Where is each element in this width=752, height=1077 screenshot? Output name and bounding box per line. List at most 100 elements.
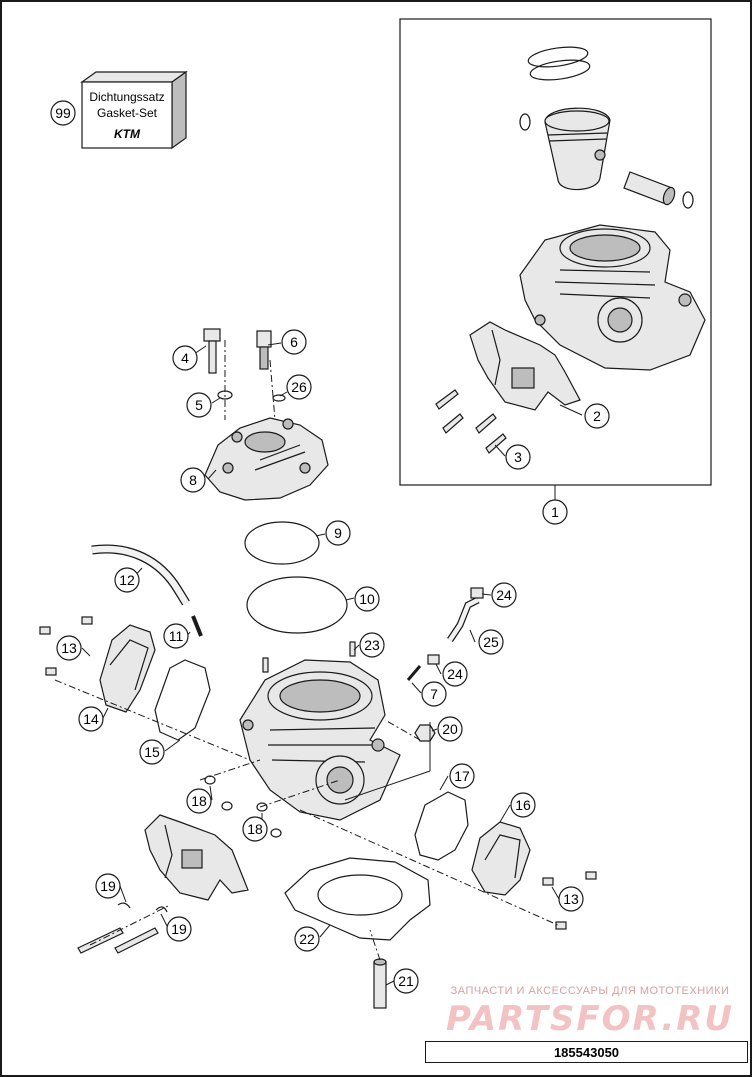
svg-text:99: 99 <box>55 105 71 121</box>
svg-text:3: 3 <box>514 449 522 465</box>
small-o-rings <box>204 775 282 838</box>
callouts: 99 1 2 3 4 5 6 26 8 9 10 12 11 13 14 15 … <box>50 100 610 994</box>
cylinder-head <box>204 417 329 501</box>
svg-text:7: 7 <box>430 686 438 702</box>
circlip-left <box>519 113 531 131</box>
callout-24-lower: 24 <box>442 661 468 687</box>
callout-12: 12 <box>114 567 140 593</box>
callout-24-upper: 24 <box>491 582 517 608</box>
kit-exhaust-flange <box>469 321 581 411</box>
temperature-sensor <box>256 330 286 402</box>
watermark-site: PARTSFOR.RU <box>446 999 734 1039</box>
callout-8: 8 <box>180 467 206 493</box>
left-cover <box>99 624 156 713</box>
gasket-set-label-de: Dichtungssatz <box>89 90 164 104</box>
svg-text:4: 4 <box>181 350 189 366</box>
left-gasket <box>154 659 211 741</box>
small-screws-left <box>39 616 93 676</box>
dowel-pin <box>373 958 387 1009</box>
svg-text:20: 20 <box>442 721 458 737</box>
kit-cylinder <box>519 224 706 371</box>
svg-text:8: 8 <box>189 472 197 488</box>
o-ring-upper <box>244 521 320 565</box>
callout-10: 10 <box>354 586 380 612</box>
circlip-right <box>682 191 694 209</box>
callout-25: 25 <box>478 629 504 655</box>
callout-7: 7 <box>421 681 447 707</box>
svg-text:6: 6 <box>290 334 298 350</box>
callout-15: 15 <box>139 739 165 765</box>
exhaust-flange <box>144 814 249 901</box>
main-cylinder <box>239 641 401 821</box>
callout-5: 5 <box>186 392 212 418</box>
callout-18-upper: 18 <box>186 788 212 814</box>
svg-text:2: 2 <box>593 408 601 424</box>
callout-99: 99 <box>50 100 76 126</box>
svg-text:19: 19 <box>100 878 116 894</box>
exhaust-bolts <box>77 902 168 954</box>
callout-21: 21 <box>393 968 419 994</box>
small-screws-right <box>542 871 597 930</box>
svg-text:26: 26 <box>291 379 307 395</box>
svg-text:16: 16 <box>515 797 531 813</box>
callout-20: 20 <box>437 716 463 742</box>
svg-text:12: 12 <box>119 572 135 588</box>
gasket-set-box: Dichtungssatz Gasket-Set KTM <box>80 70 188 150</box>
callout-6: 6 <box>281 329 307 355</box>
piston-pin <box>623 171 676 206</box>
callout-18-lower: 18 <box>242 816 268 842</box>
svg-text:18: 18 <box>247 821 263 837</box>
svg-text:11: 11 <box>169 628 184 644</box>
svg-text:24: 24 <box>447 666 463 682</box>
right-gasket <box>414 791 469 861</box>
callout-1: 1 <box>542 499 568 525</box>
elbow-fitting <box>406 587 484 681</box>
kit-bolts <box>435 389 507 454</box>
svg-text:19: 19 <box>171 921 187 937</box>
right-cover <box>471 821 531 896</box>
callout-19-upper: 19 <box>95 873 121 899</box>
svg-text:24: 24 <box>496 587 512 603</box>
piston-rings <box>527 46 591 81</box>
callout-3: 3 <box>505 444 531 470</box>
assembly-lines <box>54 340 561 961</box>
callout-9: 9 <box>325 520 351 546</box>
gasket-set-label-en: Gasket-Set <box>97 106 158 120</box>
svg-text:23: 23 <box>364 637 380 653</box>
piston <box>544 107 611 191</box>
svg-text:14: 14 <box>83 711 99 727</box>
base-gasket-bore <box>317 874 403 916</box>
callout-16: 16 <box>510 792 536 818</box>
svg-text:22: 22 <box>299 931 315 947</box>
svg-text:10: 10 <box>359 591 375 607</box>
diagram-code: 185543050 <box>425 1041 748 1063</box>
svg-text:21: 21 <box>398 973 414 989</box>
ktm-logo: KTM <box>114 127 141 141</box>
callout-11: 11 <box>163 623 189 649</box>
callout-4: 4 <box>172 345 198 371</box>
svg-text:13: 13 <box>563 891 579 907</box>
callout-2: 2 <box>584 403 610 429</box>
svg-text:25: 25 <box>483 634 499 650</box>
svg-text:1: 1 <box>551 504 559 520</box>
leader-lines <box>81 342 583 986</box>
callout-23: 23 <box>359 632 385 658</box>
base-gasket <box>284 857 431 941</box>
svg-text:18: 18 <box>191 793 207 809</box>
callout-17: 17 <box>449 763 475 789</box>
callout-14: 14 <box>78 706 104 732</box>
callout-26: 26 <box>286 374 312 400</box>
o-ring-lower <box>246 576 348 634</box>
callout-13-right: 13 <box>558 886 584 912</box>
svg-text:13: 13 <box>61 640 77 656</box>
svg-text:17: 17 <box>454 768 470 784</box>
breather-hose <box>91 544 203 637</box>
callout-13-left: 13 <box>56 635 82 661</box>
svg-text:5: 5 <box>195 397 203 413</box>
callout-22: 22 <box>294 926 320 952</box>
callout-19-lower: 19 <box>166 916 192 942</box>
head-bolt <box>203 328 233 400</box>
svg-text:15: 15 <box>144 744 160 760</box>
